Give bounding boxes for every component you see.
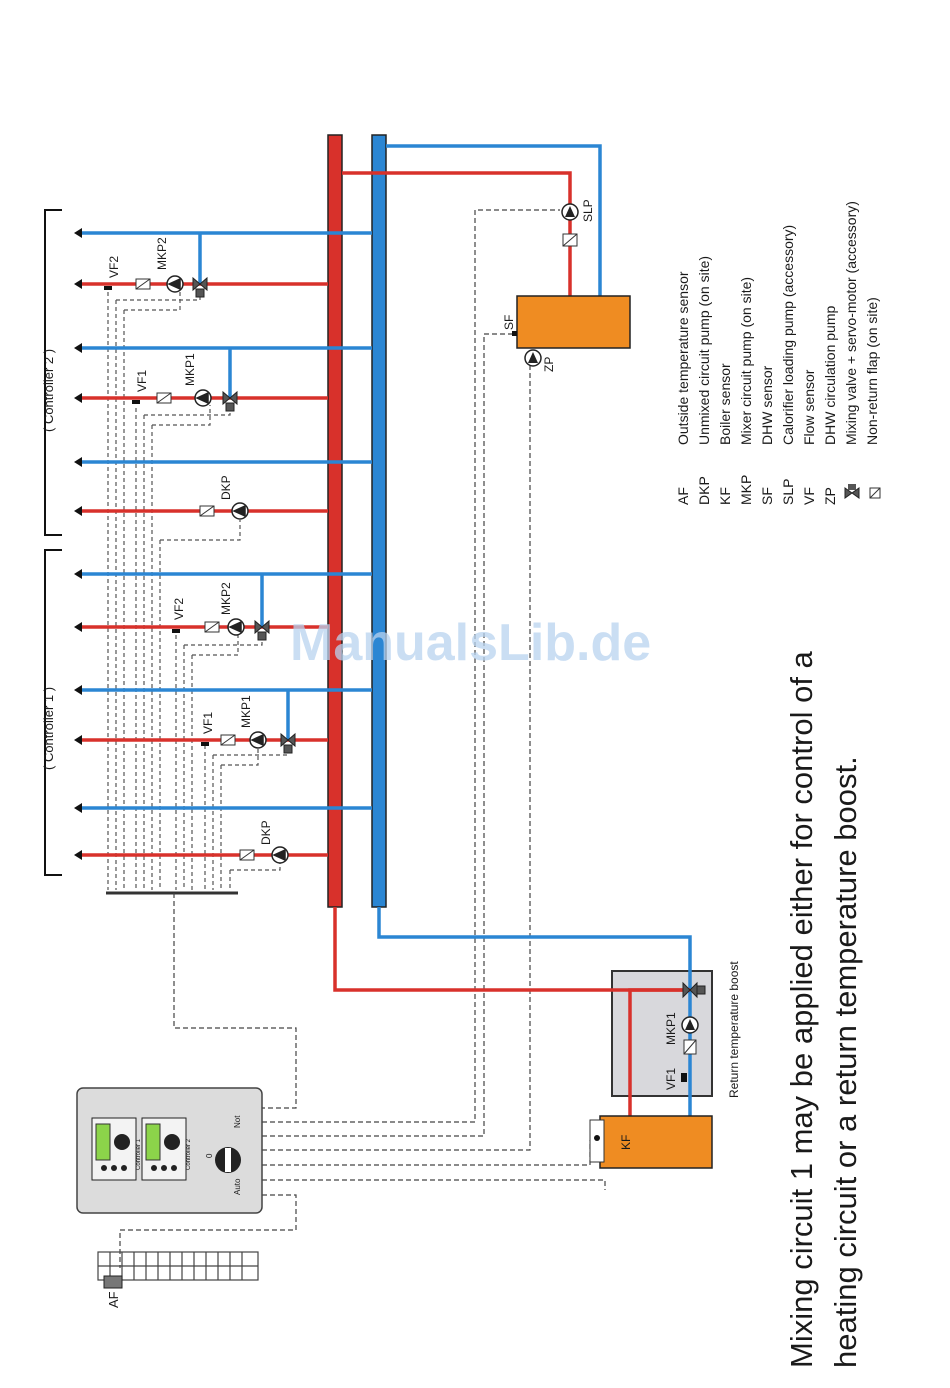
- dhw-calorifier: [516, 295, 631, 349]
- controller1-unit: [91, 1117, 137, 1181]
- legend-mixing-valve-icon: [844, 484, 860, 499]
- caption-line2: heating circuit or a return temperature …: [828, 756, 863, 1368]
- legend-desc-4: DHW sensor: [759, 365, 775, 445]
- return-header: [371, 134, 387, 908]
- legend-abbr-2: KF: [717, 487, 733, 505]
- caption-line1: Mixing circuit 1 may be applied either f…: [784, 650, 819, 1368]
- label-switch-not: Not: [233, 1115, 242, 1128]
- label-dkp-bottom: DKP: [259, 820, 273, 845]
- label-dkp-top: DKP: [219, 475, 233, 500]
- dhw-pipes: [342, 144, 602, 296]
- label-slp: SLP: [581, 199, 595, 222]
- bracket-controller1: [44, 549, 62, 876]
- boiler-vf1-sensor: [681, 1073, 687, 1082]
- mixing-valves: [192, 276, 296, 754]
- label-return-boost: Return temperature boost: [727, 961, 741, 1098]
- legend-desc-1: Unmixed circuit pump (on site): [696, 256, 712, 445]
- group-label-controller2: ( Controller 2 ): [41, 349, 56, 432]
- label-c2-mkp1: MKP1: [183, 353, 197, 386]
- legend-abbr-0: AF: [675, 487, 691, 505]
- legend-abbr-1: DKP: [696, 476, 712, 505]
- label-c1-mkp1: MKP1: [239, 695, 253, 728]
- legend-desc-0: Outside temperature sensor: [675, 271, 691, 445]
- label-ctrl1: Controller 1: [136, 1138, 142, 1170]
- label-c1-mkp2: MKP2: [219, 582, 233, 615]
- legend-abbr-7: ZP: [822, 487, 838, 505]
- label-sf: SF: [502, 315, 516, 330]
- legend-abbr-3: MKP: [738, 475, 754, 505]
- label-boiler-mkp1: MKP1: [664, 1012, 678, 1045]
- legend-non-return-flap-icon: [869, 487, 881, 499]
- label-c2-vf1: VF1: [135, 370, 149, 392]
- legend-desc-2: Boiler sensor: [717, 363, 733, 445]
- label-switch-auto: Auto: [233, 1178, 242, 1195]
- watermark: ManualsLib.de: [290, 614, 651, 672]
- controller2-unit: [141, 1117, 187, 1181]
- bracket-controller2: [44, 209, 62, 536]
- label-c1-vf1: VF1: [201, 712, 215, 734]
- label-c2-mkp2: MKP2: [155, 237, 169, 270]
- legend-abbr-6: VF: [801, 487, 817, 505]
- pipe-end-arrows: [74, 228, 82, 860]
- label-ctrl2: Controller 2: [186, 1138, 192, 1170]
- label-c1-vf2: VF2: [172, 598, 186, 620]
- label-boiler-vf1: VF1: [664, 1068, 678, 1090]
- mode-switch-knob[interactable]: [215, 1147, 241, 1173]
- non-return-flaps: [135, 278, 255, 861]
- label-switch-0: 0: [205, 1153, 214, 1158]
- boiler: [599, 1115, 713, 1169]
- legend-desc-5: Calorifier loading pump (accessory): [780, 225, 796, 445]
- radiator: [97, 1251, 259, 1281]
- label-kf: KF: [619, 1135, 633, 1150]
- group-label-controller1: ( Controller 1 ): [41, 687, 56, 770]
- flow-sensor-marks: [104, 286, 209, 746]
- legend-desc-9: Non-return flap (on site): [864, 297, 880, 445]
- legend-desc-3: Mixer circuit pump (on site): [738, 277, 754, 445]
- legend: AF Outside temperature sensor DKP Unmixe…: [675, 201, 881, 505]
- label-zp: ZP: [542, 357, 556, 372]
- legend-desc-7: DHW circulation pump: [822, 306, 838, 445]
- label-c2-vf2: VF2: [107, 256, 121, 278]
- flow-header: [327, 134, 343, 908]
- legend-abbr-5: SLP: [780, 479, 796, 505]
- circulation-pumps: [166, 275, 289, 864]
- legend-desc-6: Flow sensor: [801, 369, 817, 445]
- boiler-mixing-valve: [682, 981, 706, 999]
- legend-abbr-4: SF: [759, 487, 775, 505]
- legend-desc-8: Mixing valve + servo-motor (accessory): [843, 201, 859, 445]
- af-sensor: [103, 1275, 123, 1289]
- label-af: AF: [106, 1291, 121, 1308]
